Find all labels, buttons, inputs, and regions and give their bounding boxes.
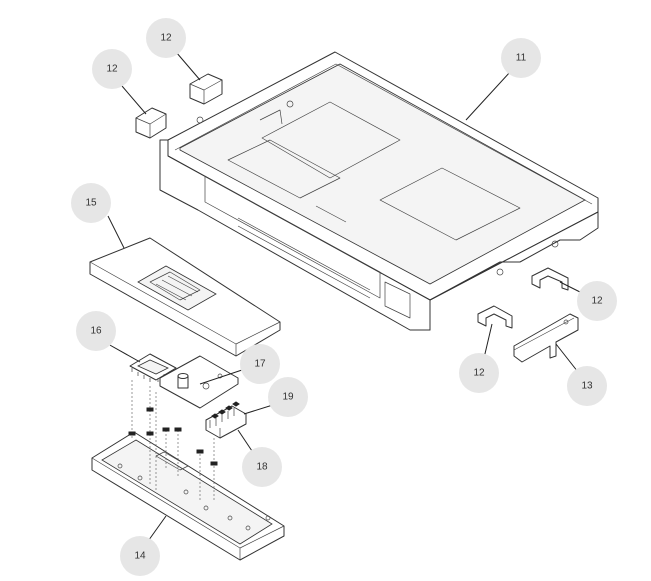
part-12-clip-c xyxy=(531,267,569,291)
callout-14-label: 14 xyxy=(134,551,146,562)
part-17-pcb xyxy=(159,355,239,409)
callout-11-label: 11 xyxy=(516,53,527,64)
callout-12-label: 12 xyxy=(160,33,172,44)
callout-12-label: 12 xyxy=(473,368,485,379)
callout-17-label: 17 xyxy=(254,359,266,370)
callout-12-left: 12 xyxy=(92,49,132,89)
callout-12-label: 12 xyxy=(106,64,118,75)
part-16-module xyxy=(129,353,177,382)
callout-14: 14 xyxy=(120,536,160,576)
callout-15-label: 15 xyxy=(85,198,97,209)
callout-16: 16 xyxy=(76,311,116,351)
callout-11: 11 xyxy=(501,38,541,78)
fastener-screws xyxy=(128,380,218,500)
callout-18: 18 xyxy=(242,447,282,487)
part-13-bracket xyxy=(513,313,579,363)
callout-12-label: 12 xyxy=(591,296,603,307)
part-19-terminal-block xyxy=(205,401,247,439)
callout-12-right: 12 xyxy=(577,281,617,321)
callout-19-label: 19 xyxy=(282,392,294,403)
callout-12-bottom: 12 xyxy=(459,353,499,393)
callout-19: 19 xyxy=(268,377,308,417)
part-14-base-pan xyxy=(91,431,285,561)
callout-12-top: 12 xyxy=(146,18,186,58)
part-11-tray-frame xyxy=(159,51,599,331)
callout-13-label: 13 xyxy=(581,381,593,392)
callout-16-label: 16 xyxy=(90,326,102,337)
callout-17: 17 xyxy=(240,344,280,384)
part-15-cover xyxy=(89,237,281,357)
callout-18-label: 18 xyxy=(256,462,268,473)
callout-13: 13 xyxy=(567,366,607,406)
part-12-clip-d xyxy=(477,305,513,329)
part-12-clip-a xyxy=(189,73,223,105)
callout-15: 15 xyxy=(71,183,111,223)
part-12-clip-b xyxy=(135,107,167,139)
